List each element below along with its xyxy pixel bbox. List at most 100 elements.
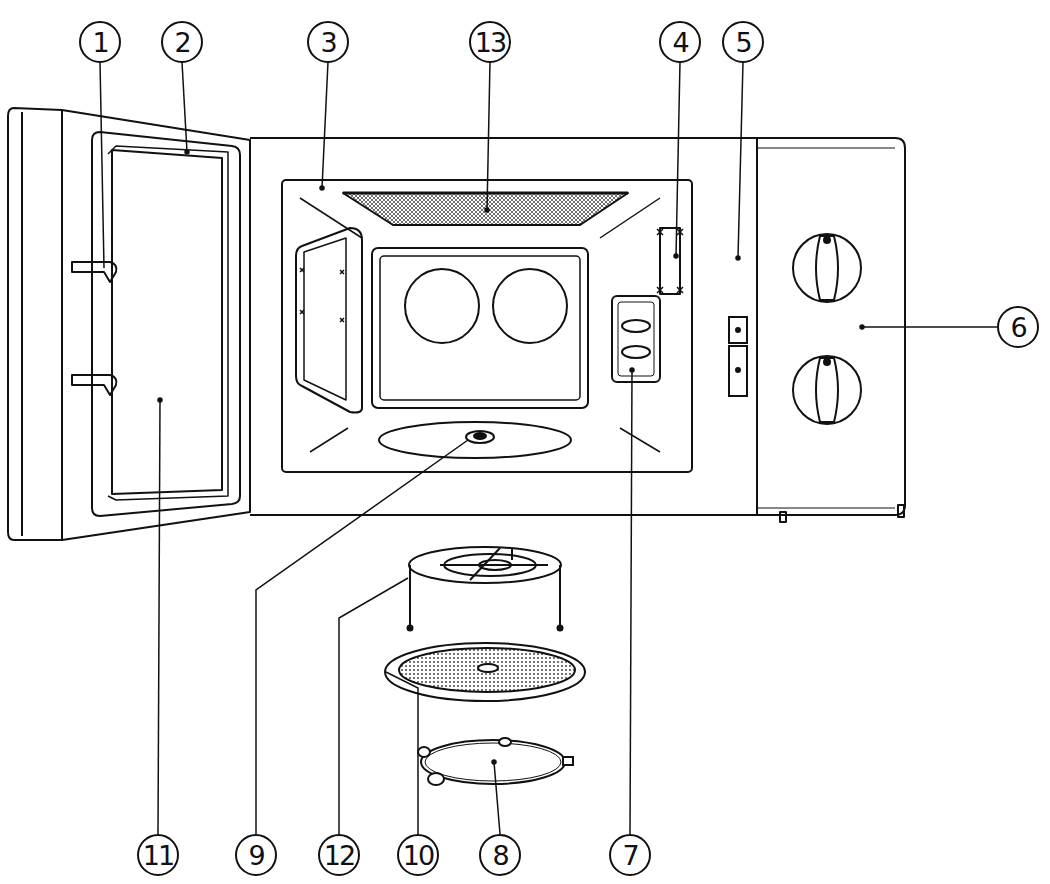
rack: [410, 548, 560, 628]
control-knob: [793, 234, 861, 302]
door: [108, 146, 228, 500]
leader-line: [158, 398, 162, 402]
leader-line: [256, 440, 468, 834]
oven-cavity: [493, 269, 567, 343]
door-interlock: [736, 328, 740, 332]
leader-line: [492, 760, 496, 764]
rack: [408, 547, 563, 631]
oven-cavity: [657, 229, 683, 293]
door: [61, 110, 63, 540]
turntable-plate: [478, 664, 498, 672]
leader-line: [100, 62, 104, 268]
oven-cavity: [474, 433, 486, 439]
oven-cavity: [622, 346, 650, 358]
roller-ring: [563, 757, 573, 765]
roller-ring: [425, 743, 561, 781]
coupler: [466, 431, 494, 443]
cavity-floor: [379, 422, 571, 458]
callout-circle: 8: [479, 834, 521, 876]
callout-number: 13: [475, 29, 505, 56]
callout-circle: 5: [722, 21, 764, 63]
callout-number: 8: [492, 842, 507, 869]
leader-line: [630, 368, 634, 372]
cabinet: [780, 512, 786, 522]
oven-cavity: [282, 180, 692, 472]
waveguide-cover: [612, 296, 660, 382]
leader-line: [185, 150, 189, 154]
callout-circle: 9: [235, 834, 277, 876]
callout-number: 7: [622, 842, 637, 869]
control-knob: [824, 237, 830, 243]
door-interlock: [729, 317, 747, 343]
door-frame: [92, 132, 240, 516]
oven-cavity: [300, 198, 660, 452]
cabinet: [757, 148, 895, 508]
roller-ring: [499, 738, 511, 746]
oven-cavity: [304, 238, 346, 400]
leader-line: [485, 208, 489, 212]
door-latch: [72, 262, 116, 282]
callout-circle: 11: [137, 834, 179, 876]
oven-cavity: [372, 248, 588, 408]
control-knob: [824, 359, 830, 365]
leader-line: [320, 186, 324, 190]
roller-ring: [421, 740, 565, 784]
rack: [558, 626, 563, 631]
turntable-plate: [399, 648, 575, 692]
door: [21, 112, 23, 536]
callout-number: 9: [248, 842, 263, 869]
control-knob: [816, 236, 838, 300]
callout-circle: 2: [161, 21, 203, 63]
leader-line: [736, 256, 740, 260]
callout-number: 11: [143, 842, 173, 869]
cabinet: [756, 138, 758, 515]
callout-circle: 13: [469, 21, 511, 63]
callout-number: 12: [324, 842, 354, 869]
control-knob: [793, 356, 861, 424]
leader-line: [676, 62, 680, 256]
leader-line: [158, 400, 160, 834]
callout-number: 6: [1010, 314, 1025, 341]
cabinet: [250, 138, 905, 522]
leader-line: [674, 254, 678, 258]
cabinet: [250, 138, 905, 515]
door: [8, 108, 250, 540]
oven-cavity: [300, 268, 344, 322]
callout-circle: 7: [609, 834, 651, 876]
leader-line: [487, 62, 490, 210]
callout-circle: 1: [79, 21, 121, 63]
turntable-plate: [385, 643, 585, 701]
callout-number: 2: [174, 29, 189, 56]
leader-line: [860, 325, 864, 329]
leader-line: [100, 62, 997, 834]
callout-number: 5: [735, 29, 750, 56]
cabinet: [898, 505, 904, 517]
door-interlock: [729, 317, 747, 396]
oven-cavity: [282, 180, 692, 472]
oven-cavity: [343, 192, 628, 195]
door: [8, 108, 250, 540]
leader-line: [630, 370, 632, 834]
callout-circle: 4: [659, 21, 701, 63]
callout-number: 4: [672, 29, 687, 56]
callout-number: 10: [403, 842, 433, 869]
leader-line: [862, 326, 997, 328]
oven-cavity: [622, 320, 650, 332]
leader-line: [494, 762, 500, 834]
control-knob: [793, 234, 861, 424]
rack: [408, 626, 413, 631]
roller-ring: [428, 773, 444, 785]
leader-line: [386, 672, 418, 834]
oven-cavity: [380, 256, 580, 400]
callout-circle: 12: [318, 834, 360, 876]
oven-cavity: [618, 302, 654, 376]
door-interlock: [729, 346, 747, 396]
callout-number: 3: [320, 29, 335, 56]
grill: [343, 193, 628, 225]
roller-ring: [418, 747, 430, 757]
door-interlock: [736, 368, 740, 372]
callout-circle: 3: [307, 21, 349, 63]
door-window: [112, 150, 222, 494]
